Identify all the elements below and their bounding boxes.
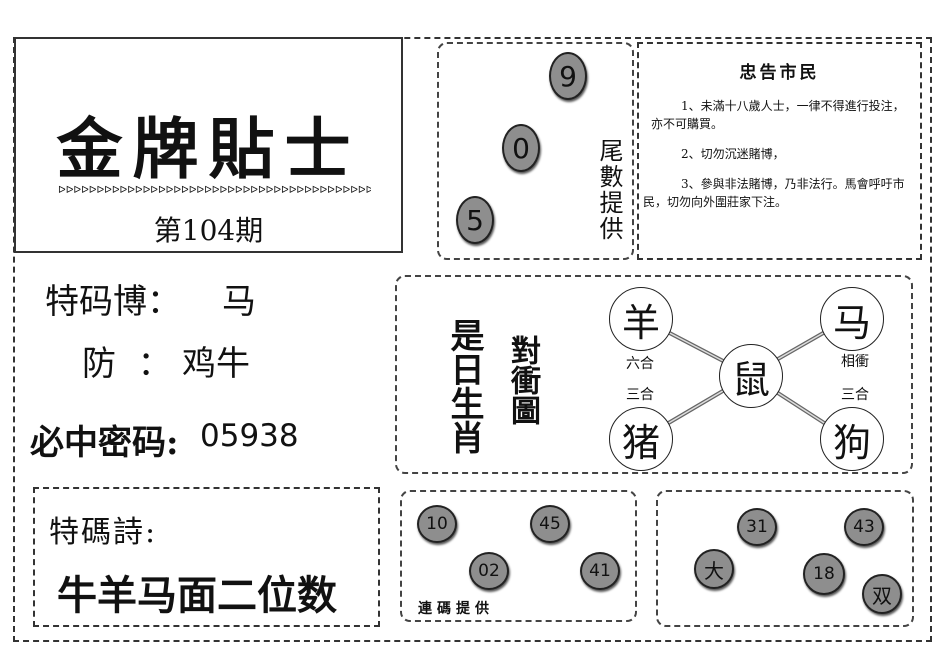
extra-panel <box>656 490 914 627</box>
guard-value: 鸡牛 <box>182 344 250 384</box>
poem-label: 特碼詩: <box>49 515 158 550</box>
advice-line: 1、未滿十八歲人士，一律不得進行投注，亦不可購買。 <box>651 99 905 131</box>
poem-panel: 特碼詩: 牛羊马面二位数 <box>33 487 380 627</box>
extra-ball: 大 <box>694 549 734 589</box>
zodiac-horse: 马 <box>820 287 884 351</box>
extra-ball: 43 <box>844 508 884 546</box>
tail-label: 尾數提供 <box>595 138 623 242</box>
advice-panel: 忠告市民 1、未滿十八歲人士，一律不得進行投注，亦不可購買。 2、切勿沉迷賭博，… <box>637 42 922 260</box>
chart-title-2: 對衝圖 <box>505 335 540 425</box>
extra-ball: 18 <box>803 553 845 595</box>
combo-label: 連碼提供 <box>418 601 494 617</box>
combo-ball: 41 <box>580 552 620 590</box>
relation-label: 相衝 <box>841 354 869 370</box>
relation-label: 三合 <box>626 387 654 403</box>
zodiac-dog: 狗 <box>820 407 884 471</box>
special-label: 特码博： <box>45 282 181 322</box>
relation-label: 三合 <box>841 387 869 403</box>
zodiac-chart-panel <box>395 275 913 474</box>
combo-panel <box>400 490 637 622</box>
chart-title-1: 是日生肖 <box>444 318 484 454</box>
issue-number: 第104期 <box>153 214 264 247</box>
extra-ball: 双 <box>862 574 902 614</box>
tail-ball: 9 <box>549 52 587 100</box>
special-value: 马 <box>222 282 256 322</box>
advice-line: 2、切勿沉迷賭博， <box>681 147 785 161</box>
tail-panel <box>437 42 634 260</box>
zodiac-rat: 鼠 <box>719 344 783 408</box>
advice-title: 忠告市民 <box>739 63 820 83</box>
code-label: 必中密码: <box>30 423 179 463</box>
code-value: 05938 <box>200 418 299 454</box>
advice-line: 3、參與非法賭博，乃非法行。馬會呼吁市民，切勿向外圍莊家下注。 <box>643 177 905 209</box>
arrow-row: ᐅᐅᐅᐅᐅᐅᐅᐅᐅᐅᐅᐅᐅᐅᐅᐅᐅᐅᐅᐅᐅᐅᐅᐅᐅᐅᐅᐅᐅᐅᐅᐅᐅᐅᐅᐅᐅᐅᐅᐅ… <box>58 185 371 196</box>
page-title: 金牌貼士 <box>56 110 361 188</box>
outer-frame <box>13 37 932 642</box>
zodiac-goat: 羊 <box>609 287 673 351</box>
relation-label: 六合 <box>626 356 654 372</box>
poem-text: 牛羊马面二位数 <box>57 572 337 619</box>
tail-ball: 0 <box>502 124 540 172</box>
combo-ball: 45 <box>530 505 570 543</box>
combo-ball: 10 <box>417 505 457 543</box>
extra-ball: 31 <box>737 508 777 546</box>
guard-label: 防 ： <box>82 344 172 384</box>
title-panel: 金牌貼士 ᐅᐅᐅᐅᐅᐅᐅᐅᐅᐅᐅᐅᐅᐅᐅᐅᐅᐅᐅᐅᐅᐅᐅᐅᐅᐅᐅᐅᐅᐅᐅᐅᐅᐅᐅ… <box>14 37 403 253</box>
zodiac-pig: 猪 <box>609 407 673 471</box>
tail-ball: 5 <box>456 196 494 244</box>
combo-ball: 02 <box>469 552 509 590</box>
